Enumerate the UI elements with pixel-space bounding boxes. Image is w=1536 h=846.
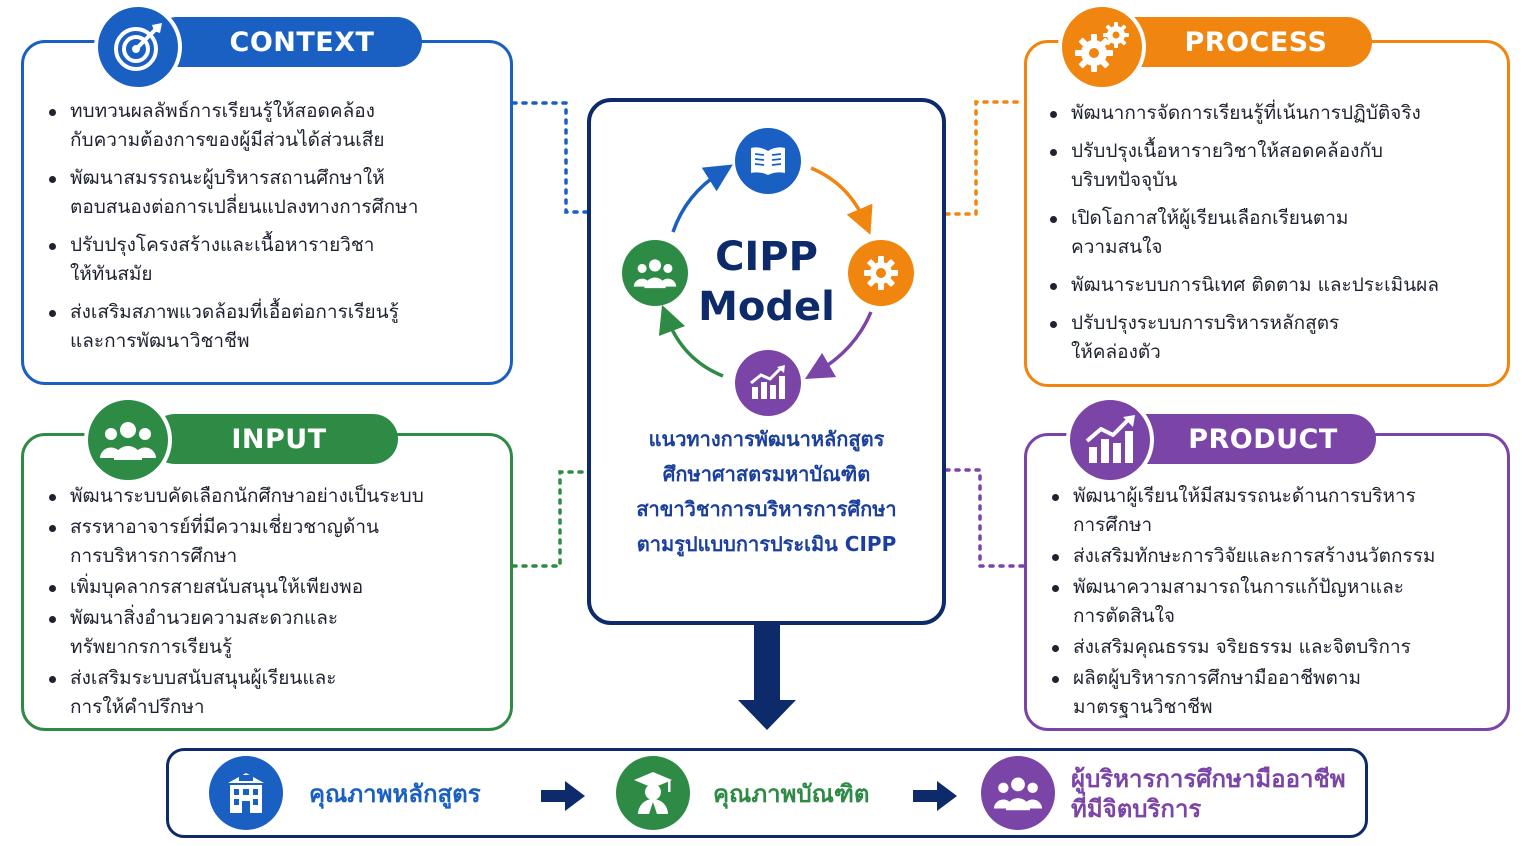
list-item: ส่งเสริมสภาพแวดล้อมที่เอื้อต่อการเรียนรู…	[46, 298, 500, 356]
down-arrow-icon	[738, 625, 796, 730]
process-connector	[944, 100, 1026, 216]
list-item: พัฒนาผู้เรียนให้มีสมรรถนะด้านการบริหาร ก…	[1049, 482, 1503, 540]
context-list: ทบทวนผลลัพธ์การเรียนรู้ให้สอดคล้อง กับคว…	[46, 97, 500, 365]
arrow-right-icon	[913, 781, 957, 811]
list-item: เพิ่มบุคลากรสายสนับสนุนให้เพียงพอ	[46, 573, 504, 602]
cipp-title-line1: CIPP	[715, 234, 818, 280]
list-item: พัฒนาระบบคัดเลือกนักศึกษาอย่างเป็นระบบ	[46, 482, 504, 511]
list-item: พัฒนาการจัดการเรียนรู้ที่เน้นการปฏิบัติจ…	[1047, 99, 1501, 128]
outcome-bar: คุณภาพหลักสูตร คุณภาพบัณฑิต ผู้บริหารกา	[166, 748, 1368, 838]
input-connector	[511, 470, 589, 568]
process-list: พัฒนาการจัดการเรียนรู้ที่เน้นการปฏิบัติจ…	[1047, 99, 1501, 376]
context-panel: ทบทวนผลลัพธ์การเรียนรู้ให้สอดคล้อง กับคว…	[21, 40, 513, 385]
people-icon	[981, 756, 1055, 830]
list-item: ส่งเสริมทักษะการวิจัยและการสร้างนวัตกรรม	[1049, 542, 1503, 571]
graduate-icon	[616, 756, 690, 830]
product-title: PRODUCT	[1120, 414, 1376, 464]
list-item: ปรับปรุงเนื้อหารายวิชาให้สอดคล้องกับ บริ…	[1047, 137, 1501, 195]
outcome-curriculum-quality: คุณภาพหลักสูตร	[309, 780, 481, 808]
list-item: พัฒนาระบบการนิเทศ ติดตาม และประเมินผล	[1047, 271, 1501, 300]
cipp-title-line2: Model	[698, 284, 835, 330]
book-icon	[735, 128, 801, 194]
input-list: พัฒนาระบบคัดเลือกนักศึกษาอย่างเป็นระบบ ส…	[46, 482, 504, 724]
target-icon	[94, 3, 182, 91]
input-title: INPUT	[150, 414, 398, 464]
context-title: CONTEXT	[152, 17, 422, 67]
growth-chart-icon	[735, 350, 801, 416]
input-panel: พัฒนาระบบคัดเลือกนักศึกษาอย่างเป็นระบบ ส…	[21, 433, 513, 731]
cipp-model-card: CIPP Model แนวทางการพัฒนาหลักสูตร ศึกษาศ…	[587, 98, 946, 625]
list-item: พัฒนาความสามารถในการแก้ปัญหาและ การตัดสิ…	[1049, 573, 1503, 631]
list-item: ปรับปรุงระบบการบริหารหลักสูตร ให้คล่องตั…	[1047, 309, 1501, 367]
cipp-description: แนวทางการพัฒนาหลักสูตร ศึกษาศาสตรมหาบัณฑ…	[636, 427, 897, 556]
list-item: เปิดโอกาสให้ผู้เรียนเลือกเรียนตาม ความสน…	[1047, 204, 1501, 262]
product-list: พัฒนาผู้เรียนให้มีสมรรถนะด้านการบริหาร ก…	[1049, 482, 1503, 724]
list-item: ผลิตผู้บริหารการศึกษามืออาชีพตาม มาตรฐาน…	[1049, 664, 1503, 722]
building-icon	[209, 756, 283, 830]
people-icon	[622, 240, 688, 306]
list-item: ส่งเสริมคุณธรรม จริยธรรม และจิตบริการ	[1049, 633, 1503, 662]
process-title: PROCESS	[1110, 17, 1372, 67]
list-item: พัฒนาสมรรถนะผู้บริหารสถานศึกษาให้ ตอบสนอ…	[46, 164, 500, 222]
arrow-right-icon	[541, 781, 585, 811]
list-item: ส่งเสริมระบบสนับสนุนผู้เรียนและ การให้คำ…	[46, 664, 504, 722]
people-icon	[84, 396, 172, 484]
context-connector	[511, 101, 589, 214]
outcome-professional-administrator: ผู้บริหารการศึกษามืออาชีพ ที่มีจิตบริการ	[1071, 765, 1346, 823]
product-connector	[944, 468, 1026, 568]
gears-icon	[1058, 3, 1146, 91]
list-item: สรรหาอาจารย์ที่มีความเชี่ยวชาญด้าน การบร…	[46, 513, 504, 571]
growth-chart-icon	[1066, 396, 1154, 484]
outcome-graduate-quality: คุณภาพบัณฑิต	[713, 780, 870, 808]
cycle-arrows	[658, 164, 873, 380]
list-item: พัฒนาสิ่งอำนวยความสะดวกและ ทรัพยากรการเร…	[46, 604, 504, 662]
list-item: ทบทวนผลลัพธ์การเรียนรู้ให้สอดคล้อง กับคว…	[46, 97, 500, 155]
process-panel: พัฒนาการจัดการเรียนรู้ที่เน้นการปฏิบัติจ…	[1024, 40, 1510, 387]
gear-icon	[848, 240, 914, 306]
list-item: ปรับปรุงโครงสร้างและเนื้อหารายวิชา ให้ทั…	[46, 231, 500, 289]
